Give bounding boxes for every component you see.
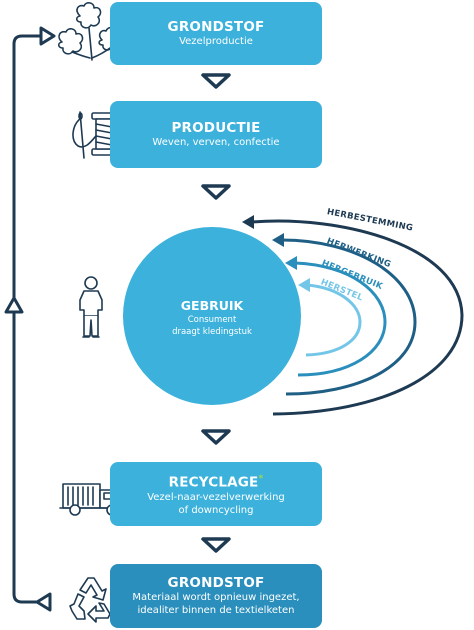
step-grondstof-bottom-subtitle-line2: idealiter binnen de textielketen	[137, 605, 295, 616]
return-arrow-bottom-icon	[35, 592, 52, 612]
step-productie: PRODUCTIE Weven, verven, confectie	[110, 101, 322, 168]
step-grondstof-top: GRONDSTOF Vezelproductie	[110, 2, 322, 65]
return-arrow-up-icon	[4, 296, 24, 314]
loop-herstel	[305, 283, 362, 357]
step-grondstof-bottom-title: GRONDSTOF	[167, 575, 265, 591]
step-grondstof-top-title: GRONDSTOF	[167, 19, 265, 35]
loop-hergebruik-arrow-icon	[285, 256, 297, 270]
step-grondstof-top-subtitle: Vezelproductie	[179, 36, 253, 47]
step-gebruik-subtitle-line1: Consument	[187, 315, 237, 325]
step-productie-title: PRODUCTIE	[171, 120, 261, 136]
flow-arrow-2-icon	[201, 184, 231, 200]
step-grondstof-bottom: GRONDSTOF Materiaal wordt opnieuw ingeze…	[110, 564, 322, 628]
step-gebruik-circle: GEBRUIK Consument draagt kledingstuk	[123, 227, 301, 405]
step-recyclage-asterisk: *	[258, 474, 264, 485]
step-gebruik-subtitle-line2: draagt kledingstuk	[172, 327, 252, 337]
step-recyclage: RECYCLAGE* Vezel-naar-vezelverwerking of…	[110, 462, 322, 526]
step-recyclage-title-row: RECYCLAGE*	[169, 471, 264, 491]
step-grondstof-bottom-subtitle-line1: Materiaal wordt opnieuw ingezet,	[132, 592, 300, 603]
flow-arrow-1-icon	[201, 73, 231, 89]
loop-herstel-arrow-icon	[298, 278, 310, 292]
person-icon	[79, 276, 103, 338]
return-loop-line	[12, 34, 48, 604]
step-recyclage-subtitle-line1: Vezel-naar-vezelverwerking	[147, 491, 285, 503]
loop-herwerking	[281, 238, 417, 396]
loop-herwerking-arrow-icon	[272, 233, 284, 247]
step-productie-subtitle: Weven, verven, confectie	[152, 137, 280, 148]
return-arrow-top-icon	[39, 26, 56, 46]
loop-herbestemming-arrow-icon	[242, 215, 254, 229]
loop-herbestemming	[251, 219, 464, 416]
flow-arrow-3-icon	[201, 429, 231, 445]
loop-hergebruik	[294, 261, 387, 377]
step-recyclage-title: RECYCLAGE	[168, 474, 259, 491]
flow-arrow-4-icon	[201, 537, 231, 553]
step-gebruik-title: GEBRUIK	[180, 298, 244, 313]
step-recyclage-subtitle-line2: of downcycling	[178, 504, 254, 516]
recycle-icon	[69, 577, 111, 623]
